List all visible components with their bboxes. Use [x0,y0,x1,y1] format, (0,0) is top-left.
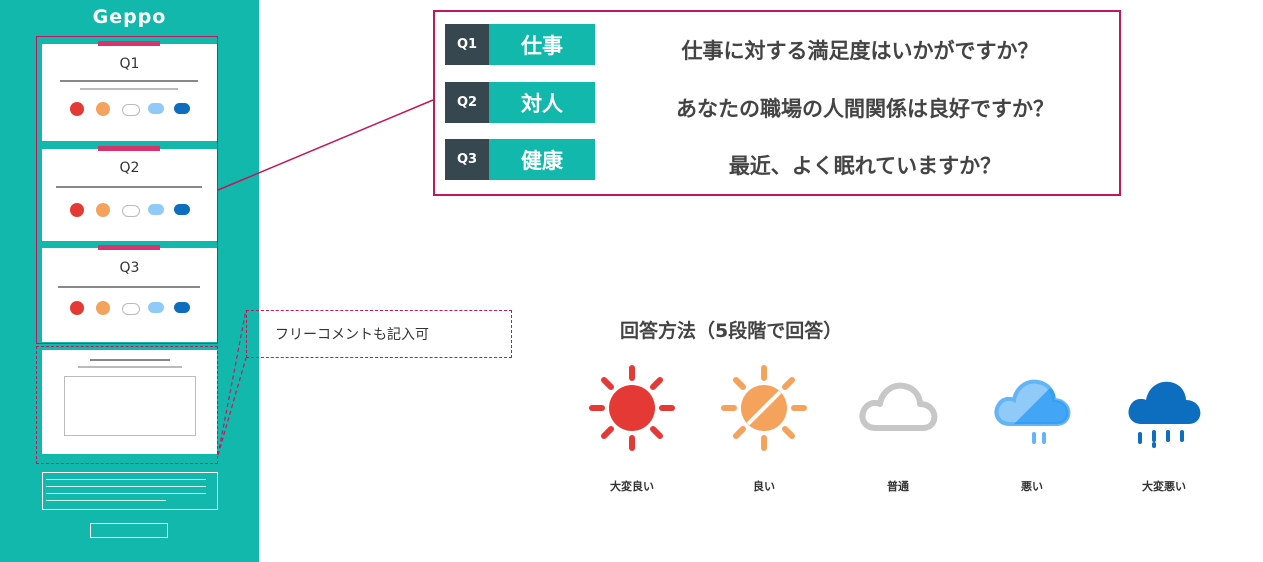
mini-sun-icon[interactable] [70,102,84,116]
question-category-relations: 対人 [489,82,595,123]
cloud-rain-light-icon [994,379,1071,444]
mini-sun-partly-icon[interactable] [96,203,110,217]
question-category-health: 健康 [489,139,595,180]
card-question-number: Q3 [119,260,140,276]
free-comment-note: フリーコメントも記入可 [246,310,512,358]
mini-sun-partly-icon[interactable] [96,301,110,315]
comment-card-title [90,359,170,361]
question-text-1: 仕事に対する満足度はいかがですか？ [681,39,1039,63]
card-question-number: Q2 [119,160,140,176]
card-ribbon [98,245,160,250]
mini-cloud-icon[interactable] [122,205,140,217]
answer-label-bad: 悪い [1021,480,1043,493]
card-question-text [58,286,200,288]
mini-sun-partly-icon[interactable] [96,102,110,116]
mini-sun-icon[interactable] [70,203,84,217]
comment-card-subtitle [78,366,182,368]
questions-highlight-frame [36,36,218,344]
questions-connector-line [217,99,434,191]
mini-cloud-rain-heavy-icon[interactable] [174,302,190,313]
question-category-work: 仕事 [489,24,595,65]
cloud-icon [859,382,938,431]
comment-connector-line-top [217,309,247,456]
card-question-text [56,186,202,188]
info-line [46,479,206,480]
info-line [46,493,206,494]
card-ribbon [98,146,160,151]
free-comment-textarea[interactable] [64,376,196,436]
question-text-2: あなたの職場の人間関係は良好ですか？ [676,97,1054,121]
card-ribbon [98,41,160,46]
mini-cloud-rain-heavy-icon[interactable] [174,103,190,114]
mini-cloud-rain-heavy-icon[interactable] [174,204,190,215]
question-card-1 [42,44,217,141]
mini-cloud-rain-light-icon[interactable] [148,204,164,215]
submit-button[interactable] [90,523,168,538]
comment-highlight-frame [36,346,218,464]
card-question-text [60,80,198,82]
answer-label-good: 良い [753,480,775,493]
sun-partly-icon [721,365,807,451]
question-tag-q3: Q3 [445,139,489,180]
card-question-subtext [80,88,178,90]
comment-connector-line-bottom [217,357,247,456]
mini-cloud-rain-light-icon[interactable] [148,302,164,313]
answer-label-neutral: 普通 [887,480,909,493]
answer-label-very-good: 大変良い [610,480,654,493]
question-card-2 [42,149,217,241]
card-question-number: Q1 [119,56,140,72]
question-tag-q2: Q2 [445,82,489,123]
answer-method-title: 回答方法（5段階で回答） [620,320,843,342]
mini-cloud-rain-light-icon[interactable] [148,103,164,114]
info-line [46,486,206,487]
question-text-3: 最近、よく眠れていますか？ [728,154,1002,178]
question-card-3 [42,248,217,342]
mini-sun-icon[interactable] [70,301,84,315]
question-tag-q1: Q1 [445,24,489,65]
app-logo: Geppo [92,6,167,28]
answer-label-very-bad: 大変悪い [1142,480,1186,493]
sun-icon [589,365,675,451]
cloud-rain-heavy-icon [1128,381,1201,448]
mini-cloud-icon[interactable] [122,104,140,116]
mini-cloud-icon[interactable] [122,303,140,315]
info-line [46,500,166,501]
info-box [42,472,218,510]
